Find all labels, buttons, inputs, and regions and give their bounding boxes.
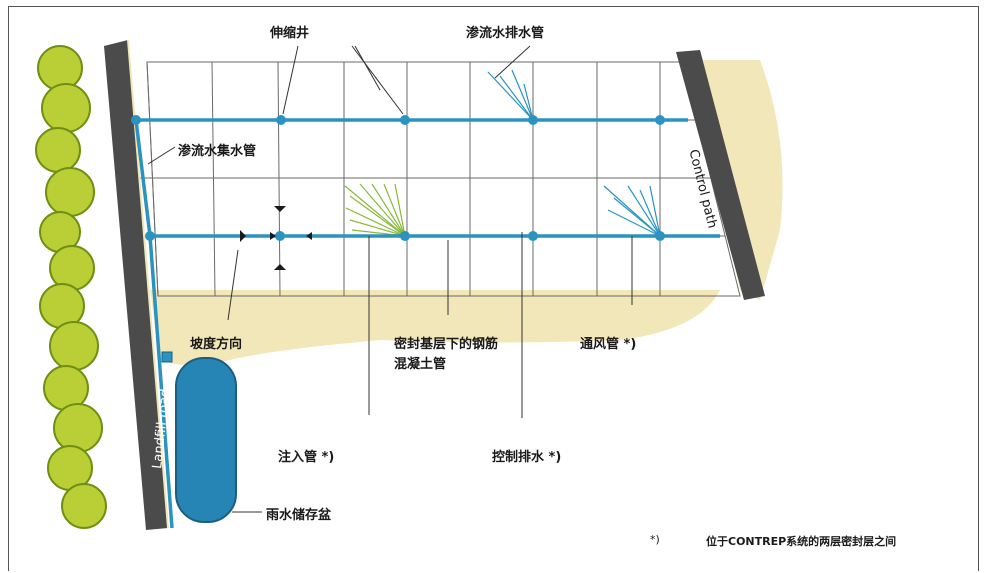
injection-pipe-label: 注入管 *) xyxy=(278,450,335,465)
seepage-drain-label: 渗流水排水管 xyxy=(466,26,545,41)
leader-lines xyxy=(147,45,633,513)
footnote-mark: *) xyxy=(650,533,660,546)
seepage-drain-fan xyxy=(487,69,534,121)
footnote-text: 位于CONTREP系统的两层密封层之间 xyxy=(706,535,897,548)
control-path xyxy=(676,50,765,300)
concrete-pipe-label-1: 密封基层下的钢筋 xyxy=(394,337,499,352)
rainwater-basin-label: 雨水储存盆 xyxy=(266,508,332,523)
slope-direction-label: 坡度方向 xyxy=(190,337,243,352)
control-drain-label: 控制排水 *) xyxy=(492,450,562,465)
vent-fan xyxy=(603,185,661,237)
seepage-collector-label: 渗流水集水管 xyxy=(178,144,257,159)
frame-border xyxy=(8,6,979,571)
rainwater-basin-shape xyxy=(175,357,237,523)
pipe-nodes xyxy=(131,115,665,478)
sand-area-bottom xyxy=(150,290,720,365)
manhole xyxy=(161,351,173,363)
slope-arrows xyxy=(240,206,312,270)
concrete-pipe-label-2: 混凝土管 xyxy=(394,357,447,372)
landfill-grid xyxy=(140,61,741,297)
expansion-well-label: 伸缩井 xyxy=(270,26,310,41)
injection-fan xyxy=(344,183,406,237)
seepage-drain-leader xyxy=(494,45,531,79)
landfill-road xyxy=(104,40,168,530)
vent-pipe-label: 通风管 *) xyxy=(580,337,637,352)
tree-row xyxy=(35,45,107,529)
